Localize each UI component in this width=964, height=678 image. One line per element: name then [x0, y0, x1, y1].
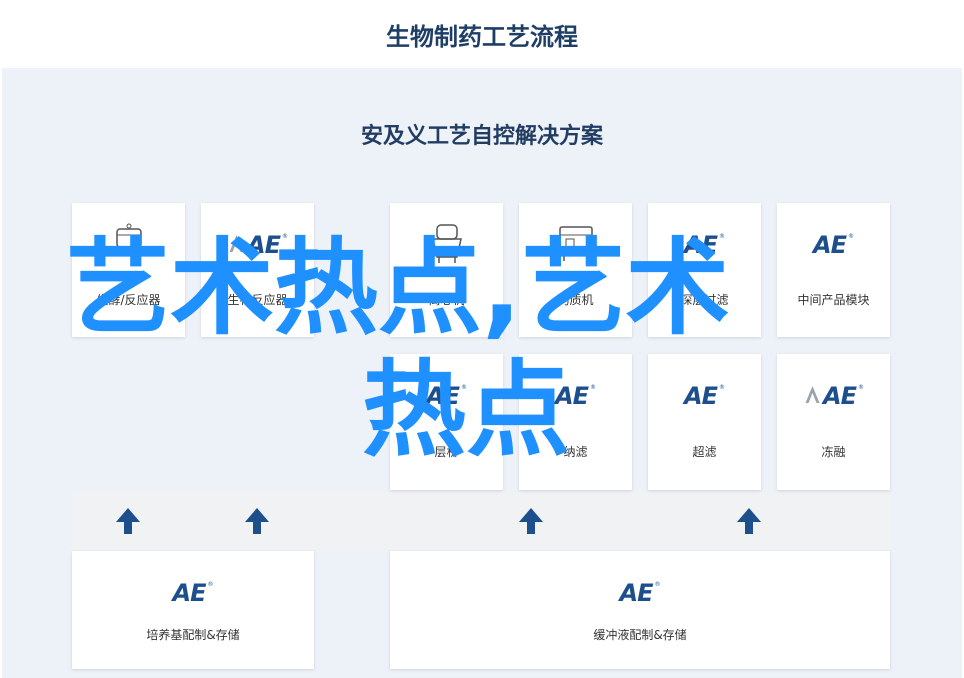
card-ultrafiltration: AE ® 超滤: [648, 354, 761, 490]
card-label: 均质机: [557, 293, 594, 307]
card-label: 冻融: [821, 445, 846, 459]
registered-mark: ®: [847, 233, 854, 240]
logo-text: AE: [247, 231, 281, 259]
ae-logo-icon: AE ®: [426, 384, 467, 408]
ae-logo-icon: AE ®: [555, 384, 596, 408]
card-label: 层析: [434, 445, 459, 459]
card-centrifuge: 离心机: [390, 203, 503, 337]
card-label: 纳滤: [563, 445, 588, 459]
watermark-line2: 热点: [362, 349, 571, 471]
card-homogenizer: 均质机: [519, 203, 632, 337]
registered-mark: ®: [281, 233, 288, 240]
card-label: 离心机: [428, 293, 465, 307]
registered-mark: ®: [207, 581, 214, 588]
logo-text: AE: [684, 382, 718, 410]
card-intermediate-module: AE ® 中间产品模块: [777, 203, 890, 337]
ae-logo-icon: AE ®: [173, 581, 214, 605]
registered-mark: ®: [589, 384, 596, 391]
logo-text: AE: [555, 382, 589, 410]
card-label: 中间产品模块: [797, 293, 870, 307]
registered-mark: ®: [460, 384, 467, 391]
registered-mark: ®: [857, 384, 864, 391]
logo-text: AE: [172, 579, 207, 607]
card-label: 生物反应器: [227, 293, 288, 307]
logo-text: AE: [813, 231, 847, 259]
registered-mark: ®: [718, 233, 725, 240]
ae-logo-icon: AE ®: [803, 384, 864, 408]
panel-title: 安及义工艺自控解决方案: [360, 124, 603, 149]
registered-mark: ®: [654, 581, 661, 588]
card-depth-filtration: AE ® 深层过滤: [648, 203, 761, 337]
card-label: 缓冲液配制&存储: [593, 628, 687, 642]
ae-logo-icon: AE ®: [227, 233, 288, 257]
card-freeze-thaw: AE ® 冻融: [777, 354, 890, 490]
ae-logo-icon: AE ®: [620, 581, 661, 605]
card-label: 深层过滤: [680, 293, 729, 307]
watermark-line1: 艺术热点,艺术: [66, 227, 730, 349]
logo-text: AE: [426, 382, 460, 410]
page-title: 生物制药工艺流程: [386, 22, 578, 51]
ae-logo-icon: AE ®: [684, 233, 725, 257]
ae-logo-icon: AE ®: [813, 233, 854, 257]
registered-mark: ®: [718, 384, 725, 391]
card-label: 超滤: [692, 445, 717, 459]
card-bioreactor: AE ® 生物反应器: [201, 203, 314, 337]
card-buffer-prep: AE ® 缓冲液配制&存储: [390, 551, 890, 669]
centrifuge-icon: [431, 224, 462, 263]
logo-text: AE: [823, 382, 857, 410]
card-media-prep: AE ® 培养基配制&存储: [72, 551, 314, 669]
drop-icon: [229, 235, 244, 252]
card-chromatography: AE ® 层析: [390, 354, 503, 490]
drop-icon: [805, 386, 820, 403]
logo-text: AE: [619, 579, 654, 607]
card-label: 培养基配制&存储: [146, 628, 240, 642]
card-nanofiltration: AE ® 纳滤: [519, 354, 632, 490]
homogenizer-icon: [558, 226, 593, 261]
card-fermenter: 发酵/反应器: [72, 203, 185, 337]
card-label: 发酵/反应器: [96, 293, 161, 307]
ae-logo-icon: AE ®: [684, 384, 725, 408]
logo-text: AE: [684, 231, 718, 259]
bioreactor-icon: [115, 223, 142, 256]
arrow-band: [72, 492, 890, 550]
